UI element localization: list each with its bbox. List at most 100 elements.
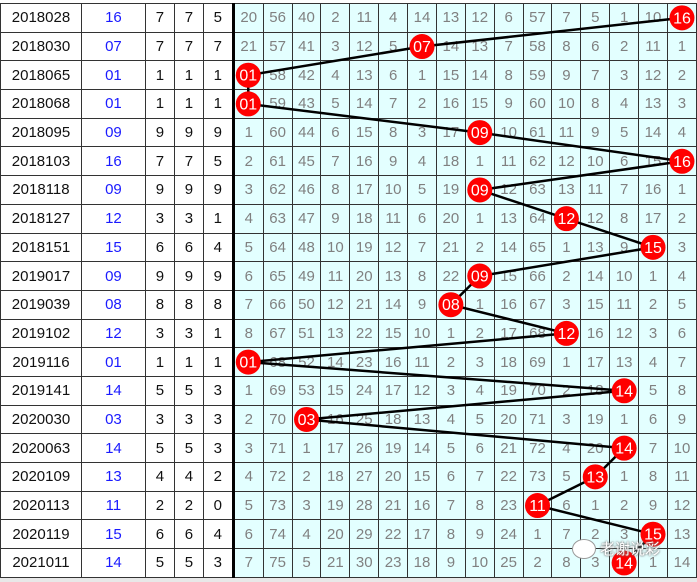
value-b-cell: 6 bbox=[173, 232, 204, 263]
grid-cell: 68 bbox=[522, 318, 553, 349]
value-b-cell: 7 bbox=[173, 3, 204, 33]
value-a-cell: 1 bbox=[144, 347, 175, 377]
value-c-cell: 1 bbox=[202, 347, 235, 377]
grid-cell: 56 bbox=[262, 3, 293, 33]
grid-cell: 7 bbox=[464, 462, 495, 492]
grid-cell: 19 bbox=[435, 175, 466, 205]
grid-cell: 20 bbox=[349, 261, 380, 291]
grid-cell: 7 bbox=[232, 548, 264, 578]
grid-cell bbox=[551, 203, 582, 234]
grid-cell: 17 bbox=[638, 203, 668, 234]
grid-cell: 1 bbox=[580, 490, 611, 521]
grid-cell: 20 bbox=[435, 203, 466, 234]
grid-cell: 13 bbox=[493, 203, 524, 234]
grid-cell: 14 bbox=[378, 289, 409, 320]
grid-cell: 13 bbox=[580, 232, 611, 263]
grid-cell: 6 bbox=[232, 261, 264, 291]
grid-cell: 71 bbox=[262, 433, 293, 463]
grid-cell: 11 bbox=[666, 462, 697, 492]
grid-cell: 17 bbox=[320, 433, 351, 463]
period-cell: 2018127 bbox=[0, 203, 82, 234]
number-cell: 07 bbox=[80, 31, 146, 62]
grid-cell: 5 bbox=[551, 462, 582, 492]
grid-cell: 24 bbox=[493, 519, 524, 550]
grid-cell: 14 bbox=[638, 117, 668, 148]
grid-cell: 7 bbox=[320, 146, 351, 177]
value-a-cell: 7 bbox=[144, 146, 175, 177]
grid-cell bbox=[609, 375, 640, 406]
grid-cell: 12 bbox=[609, 318, 640, 349]
period-cell: 2018028 bbox=[0, 3, 82, 33]
grid-cell: 6 bbox=[407, 203, 437, 234]
grid-cell: 5 bbox=[407, 175, 437, 205]
grid-cell: 4 bbox=[291, 519, 322, 550]
grid-cell: 29 bbox=[349, 519, 380, 550]
grid-cell: 7 bbox=[378, 89, 409, 119]
grid-cell: 22 bbox=[435, 261, 466, 291]
grid-cell: 18 bbox=[435, 146, 466, 177]
number-cell: 01 bbox=[80, 347, 146, 377]
grid-cell: 11 bbox=[407, 347, 437, 377]
grid-cell: 13 bbox=[320, 318, 351, 349]
grid-cell: 18 bbox=[580, 375, 611, 406]
grid-cell: 3 bbox=[638, 318, 668, 349]
grid-cell: 3 bbox=[551, 404, 582, 435]
value-c-cell: 1 bbox=[202, 203, 235, 234]
value-a-cell: 7 bbox=[144, 31, 175, 62]
period-cell: 2020109 bbox=[0, 462, 82, 492]
grid-cell: 9 bbox=[493, 89, 524, 119]
grid-cell: 53 bbox=[291, 375, 322, 406]
value-c-cell: 7 bbox=[202, 31, 235, 62]
grid-cell: 12 bbox=[551, 146, 582, 177]
grid-cell: 58 bbox=[262, 60, 293, 91]
grid-cell: 13 bbox=[435, 3, 466, 33]
grid-cell: 45 bbox=[291, 146, 322, 177]
grid-cell: 18 bbox=[378, 404, 409, 435]
grid-cell: 15 bbox=[378, 318, 409, 349]
grid-cell: 7 bbox=[551, 3, 582, 33]
grid-cell bbox=[232, 89, 264, 119]
value-c-cell: 9 bbox=[202, 175, 235, 205]
grid-cell: 58 bbox=[522, 31, 553, 62]
grid-cell: 2 bbox=[638, 289, 668, 320]
grid-cell: 15 bbox=[407, 462, 437, 492]
grid-cell: 23 bbox=[378, 548, 409, 578]
grid-cell: 8 bbox=[551, 31, 582, 62]
grid-cell: 4 bbox=[464, 375, 495, 406]
grid-cell: 1 bbox=[464, 289, 495, 320]
value-a-cell: 5 bbox=[144, 548, 175, 578]
value-a-cell: 8 bbox=[144, 289, 175, 320]
grid-cell: 8 bbox=[435, 519, 466, 550]
value-c-cell: 3 bbox=[202, 404, 235, 435]
grid-cell: 3 bbox=[551, 289, 582, 320]
grid-cell: 19 bbox=[320, 490, 351, 521]
grid-cell: 30 bbox=[349, 548, 380, 578]
value-c-cell: 9 bbox=[202, 261, 235, 291]
grid-cell: 20 bbox=[232, 3, 264, 33]
grid-cell: 13 bbox=[551, 175, 582, 205]
value-a-cell: 4 bbox=[144, 462, 175, 492]
grid-cell: 5 bbox=[435, 433, 466, 463]
grid-cell: 16 bbox=[580, 318, 611, 349]
grid-cell: 1 bbox=[291, 433, 322, 463]
grid-cell: 73 bbox=[262, 490, 293, 521]
value-a-cell: 5 bbox=[144, 375, 175, 406]
grid-cell bbox=[666, 3, 697, 33]
grid-cell: 11 bbox=[378, 203, 409, 234]
grid-cell: 16 bbox=[407, 490, 437, 521]
grid-cell: 15 bbox=[464, 89, 495, 119]
value-c-cell: 5 bbox=[202, 146, 235, 177]
number-cell: 15 bbox=[80, 232, 146, 263]
grid-cell: 15 bbox=[580, 289, 611, 320]
grid-cell bbox=[638, 232, 668, 263]
period-cell: 2020119 bbox=[0, 519, 82, 550]
grid-cell: 25 bbox=[493, 548, 524, 578]
grid-cell: 13 bbox=[378, 261, 409, 291]
grid-cell: 7 bbox=[232, 289, 264, 320]
grid-cell: 12 bbox=[378, 232, 409, 263]
value-a-cell: 9 bbox=[144, 117, 175, 148]
